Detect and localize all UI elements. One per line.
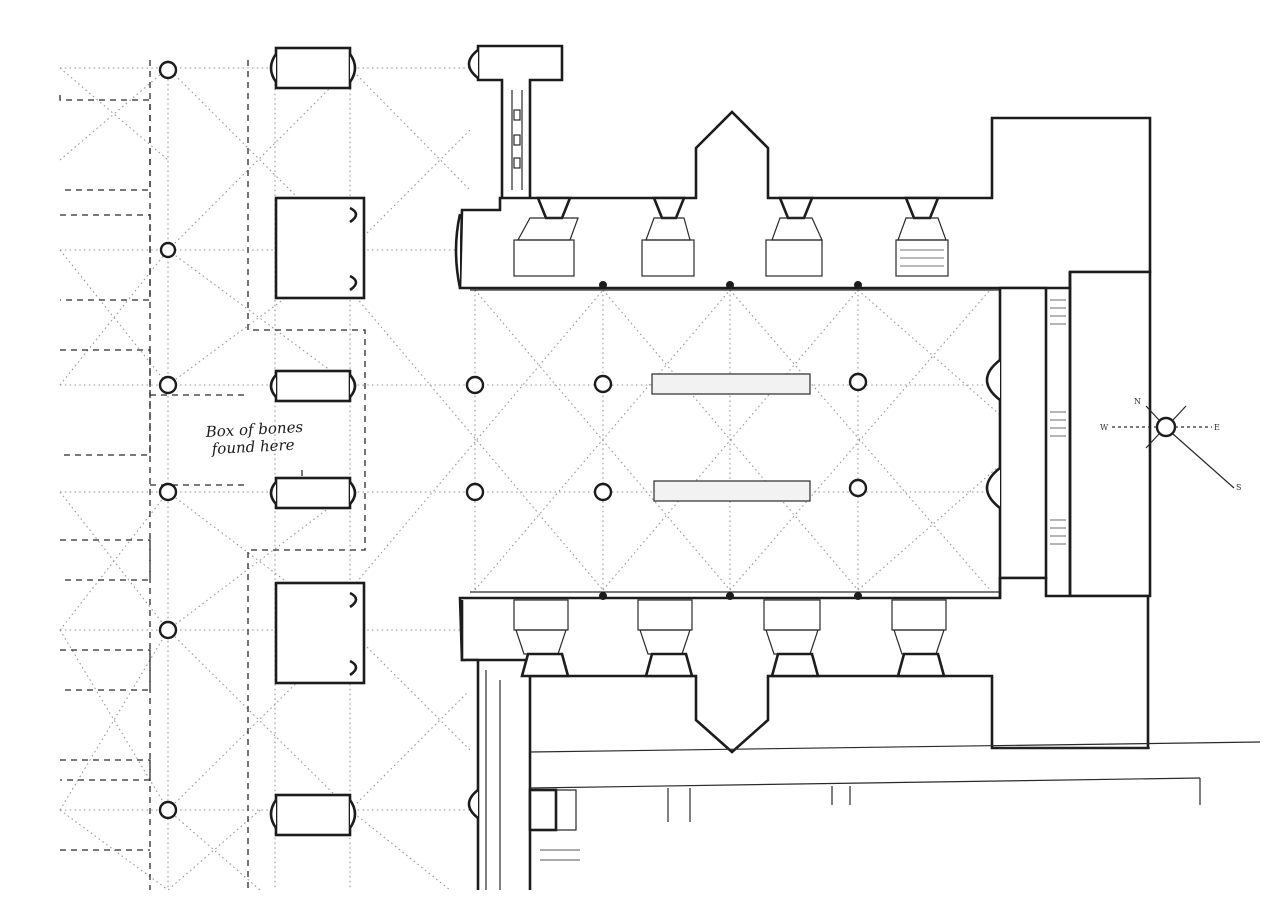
- annotation-line-1: Box of bones: [204, 418, 304, 441]
- annotation-line-2: found here: [210, 436, 295, 458]
- compass-north-label: N: [1134, 397, 1141, 406]
- south-annexe-lines: [529, 741, 1261, 861]
- east-end: [985, 270, 1152, 598]
- compass-rose: N W E S: [1100, 397, 1241, 492]
- choir-benches: [651, 373, 811, 502]
- compass-west-label: W: [1100, 423, 1109, 432]
- compass-south-label: S: [1236, 483, 1241, 492]
- bones-annotation: Box of bones found here: [204, 418, 304, 458]
- south-west-passage: [460, 600, 577, 890]
- conjectural-wall-outlines: [59, 60, 366, 890]
- north-stair-tower: [467, 44, 564, 202]
- nave-piers: [269, 46, 366, 837]
- vaulting-grid: [59, 60, 1041, 891]
- compass-east-label: E: [1214, 423, 1220, 432]
- choir-south-wall: [458, 576, 1150, 754]
- choir-north-wall: [454, 110, 1152, 291]
